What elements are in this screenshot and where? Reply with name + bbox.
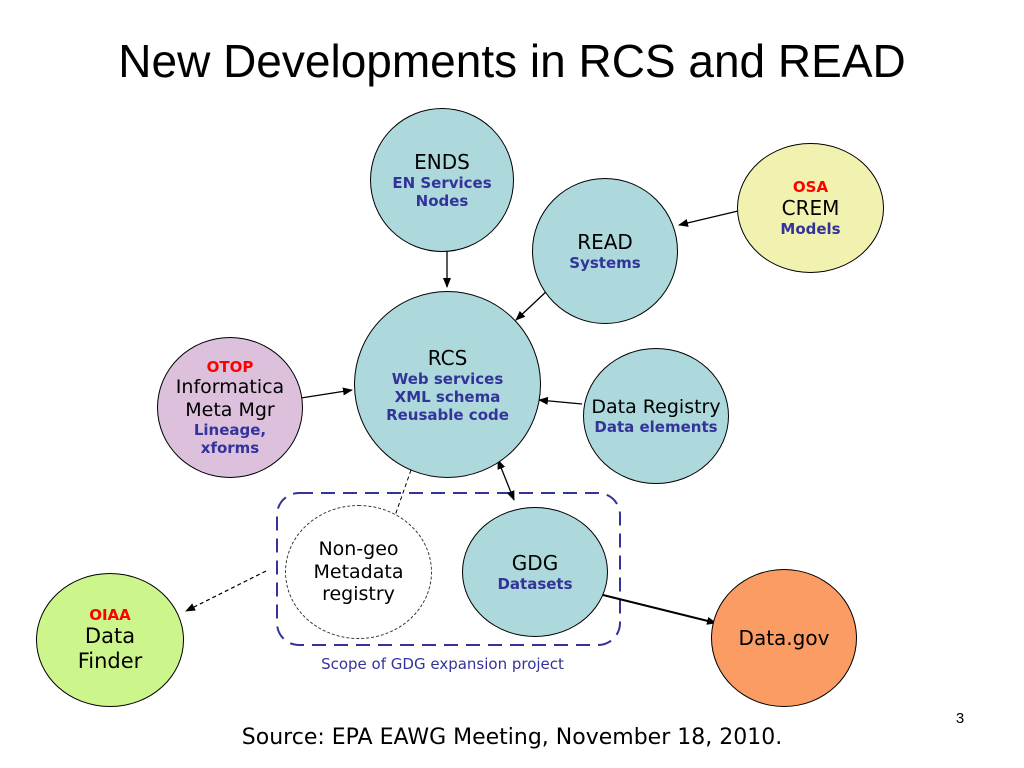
node-gdg-name: GDG: [511, 551, 559, 575]
node-nongeo-name-1: Non-geo: [318, 537, 399, 560]
node-nongeo-name-2: Metadata: [313, 560, 404, 583]
node-oiaa-name-1: Data: [84, 623, 136, 648]
node-ends: ENDS EN Services Nodes: [370, 108, 514, 252]
node-read-line-1: Systems: [569, 254, 641, 272]
node-gdg: GDG Datasets: [462, 507, 608, 637]
arrow-nongeo-to-oiaa: [185, 570, 267, 612]
node-ends-line-1: EN Services: [392, 174, 492, 192]
node-data-registry-line-1: Data elements: [594, 418, 718, 437]
arrow-read-to-rcs: [515, 288, 550, 321]
node-rcs-line-2: XML schema: [394, 387, 501, 406]
node-otop-name-2: Meta Mgr: [185, 398, 275, 421]
scope-label: Scope of GDG expansion project: [321, 655, 564, 673]
node-nongeo-name-3: registry: [322, 583, 395, 606]
node-oiaa-org: OIAA: [89, 605, 131, 624]
arrow-registry-to-rcs: [538, 396, 583, 405]
source-text: Source: EPA EAWG Meeting, November 18, 2…: [241, 725, 783, 750]
node-rcs-line-1: Web services: [391, 369, 504, 388]
node-osa-line-1: Models: [780, 220, 841, 238]
node-osa: OSA CREM Models: [737, 143, 884, 273]
slide-title: New Developments in RCS and READ: [118, 35, 906, 87]
node-nongeo-registry: Non-geo Metadata registry: [285, 505, 432, 639]
node-otop: OTOP Informatica Meta Mgr Lineage, xform…: [157, 337, 303, 478]
node-data-gov-name: Data.gov: [738, 626, 830, 650]
node-gdg-line-1: Datasets: [497, 575, 573, 593]
node-data-registry-name: Data Registry: [591, 395, 721, 418]
node-ends-line-2: Nodes: [415, 192, 469, 210]
arrow-otop-to-rcs: [300, 387, 353, 399]
node-otop-line-1: Lineage,: [193, 421, 267, 440]
arrow-gdg-to-datagov: [602, 594, 717, 625]
node-rcs-name: RCS: [427, 345, 468, 370]
arrow-osa-to-read: [678, 210, 739, 227]
node-data-gov: Data.gov: [711, 569, 857, 707]
node-read-name: READ: [577, 230, 633, 254]
node-otop-name-1: Informatica: [175, 375, 285, 398]
node-read: READ Systems: [532, 178, 678, 324]
node-rcs: RCS Web services XML schema Reusable cod…: [354, 291, 541, 478]
node-ends-name: ENDS: [414, 150, 470, 174]
node-otop-org: OTOP: [206, 357, 254, 376]
node-rcs-line-3: Reusable code: [386, 405, 509, 424]
node-oiaa-name-2: Finder: [77, 649, 143, 673]
arrow-rcs-gdg: [497, 459, 515, 501]
node-osa-org: OSA: [792, 178, 829, 196]
node-otop-line-2: xforms: [200, 439, 260, 458]
node-oiaa: OIAA Data Finder: [36, 573, 184, 707]
node-osa-name: CREM: [781, 196, 840, 220]
page-number: 3: [955, 710, 965, 727]
node-data-registry: Data Registry Data elements: [583, 348, 729, 484]
scope-box: [276, 492, 621, 646]
